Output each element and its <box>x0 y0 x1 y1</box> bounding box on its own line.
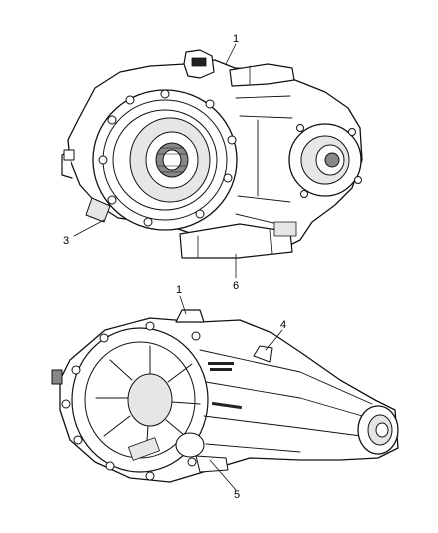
leader-3 <box>73 219 105 237</box>
callout-6: 6 <box>233 280 239 292</box>
transfer-case-top-assembly <box>61 49 363 259</box>
leader-5 <box>209 459 237 491</box>
leader-4 <box>265 329 283 351</box>
leader-lines <box>73 43 283 491</box>
leader-1-bottom <box>179 295 187 315</box>
callout-5: 5 <box>234 489 240 501</box>
leader-1-top <box>225 43 237 65</box>
callout-4: 4 <box>280 319 286 331</box>
transfer-case-bottom-assembly <box>51 309 399 483</box>
callout-1-bottom: 1 <box>176 284 182 296</box>
callout-3: 3 <box>63 235 69 247</box>
callout-1-top: 1 <box>233 33 239 45</box>
